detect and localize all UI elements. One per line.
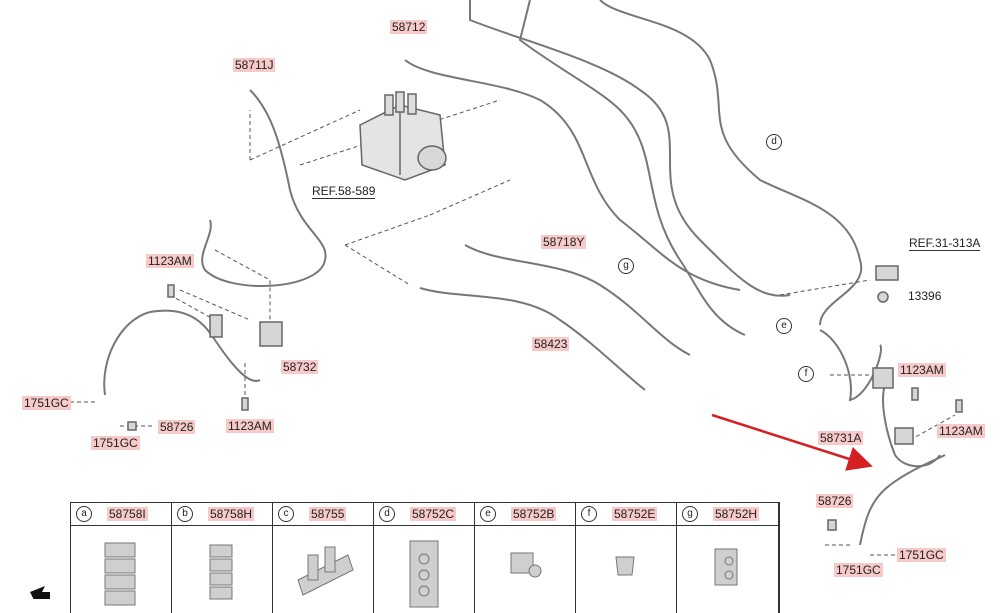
part-label-1123AM-left2: 1123AM [226, 419, 274, 433]
brake-line-diagram [30, 0, 963, 599]
bracket-58732 [259, 321, 283, 347]
brake-tube-right [819, 329, 882, 402]
cell-letter: c [278, 506, 294, 522]
parts-cell: c 58755 [273, 503, 374, 613]
callout-e: e [776, 318, 792, 334]
part-label-1751GC-right2: 1751GC [834, 563, 883, 577]
bolt-1123AM-right2 [955, 399, 963, 413]
clip-f-image [615, 556, 635, 576]
ref-label-31-313A: REF.31-313A [909, 236, 981, 251]
bolt-1123AM-left2 [241, 397, 249, 411]
bolt-1123AM-right [911, 387, 919, 401]
leader-dashed-5 [70, 401, 900, 556]
front-direction-icon [30, 586, 50, 599]
leader-dashed-4 [169, 279, 956, 441]
fitting-58726-left [127, 421, 137, 431]
part-label-1751GC-left2: 1751GC [91, 436, 140, 450]
cell-part: 58758I [107, 507, 148, 521]
cell-letter: f [581, 506, 597, 522]
bracket-right [872, 367, 894, 389]
highlight-arrow [711, 413, 873, 471]
cell-letter: a [76, 506, 92, 522]
part-label-1123AM-right2: 1123AM [937, 424, 985, 438]
part-label-1751GC-right: 1751GC [897, 548, 946, 562]
brake-hose-left [103, 309, 261, 396]
parts-cell: a 58758I [71, 503, 172, 613]
brake-tube-1 [469, 0, 791, 297]
cell-part: 58752C [410, 507, 457, 521]
part-label-1751GC-left: 1751GC [22, 396, 71, 410]
part-label-1123AM-right: 1123AM [898, 363, 946, 377]
clip-e-image [510, 552, 542, 578]
part-label-58712: 58712 [390, 20, 428, 34]
bolt-1123AM-left [167, 284, 175, 298]
clip-g-image [714, 548, 738, 586]
callout-d: d [766, 134, 782, 150]
part-label-58711J: 58711J [233, 58, 276, 72]
cell-letter: e [480, 506, 496, 522]
callout-f: f [798, 366, 814, 382]
cell-part: 58758H [208, 507, 255, 521]
part-label-58423: 58423 [532, 337, 570, 351]
bracket-center [209, 314, 223, 338]
abs-modulator-unit [359, 91, 447, 181]
brake-tube-4 [404, 59, 741, 291]
parts-table: a 58758I b 58758H c 58755 d 58752C e 58752B f… [70, 502, 780, 613]
cell-part: 58752H [713, 507, 760, 521]
cell-letter: g [682, 506, 698, 522]
part-label-58726-left: 58726 [158, 420, 196, 434]
fitting-58726-right [827, 519, 837, 531]
callout-g: g [618, 258, 634, 274]
brake-tube-58718Y [464, 244, 691, 356]
part-label-58726-right: 58726 [816, 494, 854, 508]
brake-tube-3 [599, 0, 863, 326]
parts-cell: f 58752E [576, 503, 677, 613]
cell-letter: d [379, 506, 395, 522]
cell-part: 58752B [511, 507, 557, 521]
parts-cell: e 58752B [475, 503, 576, 613]
ref-label-58-589: REF.58-589 [312, 184, 376, 199]
part-label-58718Y: 58718Y [541, 235, 587, 249]
cell-part: 58752E [612, 507, 658, 521]
clip-b-image [209, 544, 233, 600]
bracket-58731A [894, 427, 914, 445]
brake-hose-58726 [859, 454, 946, 546]
leader-dashed-1 [249, 109, 361, 161]
clip-c-image [297, 546, 354, 596]
brake-tube-2 [518, 0, 746, 336]
part-label-13396: 13396 [908, 289, 942, 303]
parts-cell: g 58752H [677, 503, 779, 613]
bracket-ref31313A [875, 265, 899, 281]
nut-13396 [877, 291, 889, 303]
part-label-1123AM-left: 1123AM [146, 254, 194, 268]
leader-dashed-3 [179, 249, 271, 395]
part-label-58731A: 58731A [818, 431, 864, 445]
brake-tube-58711J [201, 89, 327, 287]
brake-tube-58423 [419, 287, 646, 391]
parts-cell: b 58758H [172, 503, 273, 613]
part-label-58732: 58732 [281, 360, 319, 374]
cell-part: 58755 [309, 507, 347, 521]
parts-cell: d 58752C [374, 503, 475, 613]
clip-d-image [409, 540, 439, 608]
clip-a-image [104, 542, 136, 606]
cell-letter: b [177, 506, 193, 522]
